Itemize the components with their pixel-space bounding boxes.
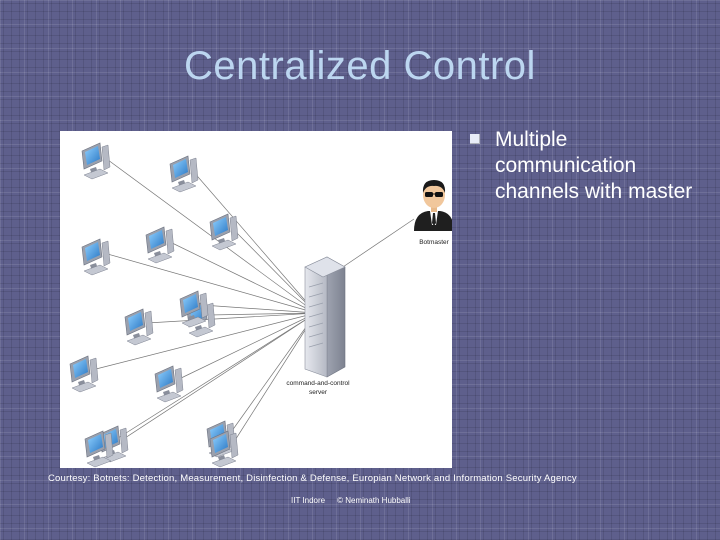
connection-line: [191, 169, 317, 314]
botmaster-icon: [414, 180, 452, 231]
computer-icon: [81, 142, 111, 180]
computer-icon: [209, 213, 239, 251]
slide-title: Centralized Control: [184, 44, 536, 88]
computer-icon: [179, 290, 209, 328]
connection-line: [176, 312, 317, 381]
connection-line: [228, 312, 317, 436]
bullet-list: Multiple communication channels with mas…: [470, 127, 710, 205]
bullet-text: Multiple communication channels with mas…: [495, 128, 693, 203]
connection-line: [208, 312, 317, 316]
computer-icon: [145, 226, 175, 264]
botmaster-label: Botmaster: [419, 239, 449, 246]
connection-line: [106, 312, 317, 446]
connection-line: [146, 312, 317, 324]
computer-icon: [69, 355, 99, 393]
server-label-line2: server: [309, 389, 328, 396]
bot-computers: [69, 142, 239, 468]
connection-line: [121, 312, 317, 441]
computer-icon: [209, 430, 239, 468]
courtesy-note: Courtesy: Botnets: Detection, Measuremen…: [48, 473, 577, 484]
connection-lines: [91, 156, 415, 446]
connection-line: [103, 156, 317, 314]
computer-icon: [81, 238, 111, 276]
computer-icon: [169, 155, 199, 193]
connection-line: [91, 312, 317, 371]
connection-line: [103, 252, 317, 314]
connection-line: [167, 240, 317, 314]
botnet-diagram-svg: command-and-control server Botmaster: [69, 142, 452, 468]
connection-line: [231, 227, 317, 314]
computer-icon: [124, 308, 154, 346]
square-bullet-icon: [470, 134, 480, 144]
footer: IIT Indore © Neminath Hubballi: [291, 496, 411, 505]
botmaster-link: [333, 218, 415, 274]
connection-line: [201, 304, 317, 314]
footer-institution: IIT Indore: [291, 496, 326, 505]
footer-author: © Neminath Hubballi: [337, 496, 411, 505]
server-icon: [304, 256, 346, 378]
connection-line: [231, 312, 317, 446]
server-label: command-and-control: [286, 380, 350, 387]
computer-icon: [84, 430, 114, 468]
computer-icon: [154, 365, 184, 403]
botnet-diagram: command-and-control server Botmaster: [60, 131, 452, 468]
